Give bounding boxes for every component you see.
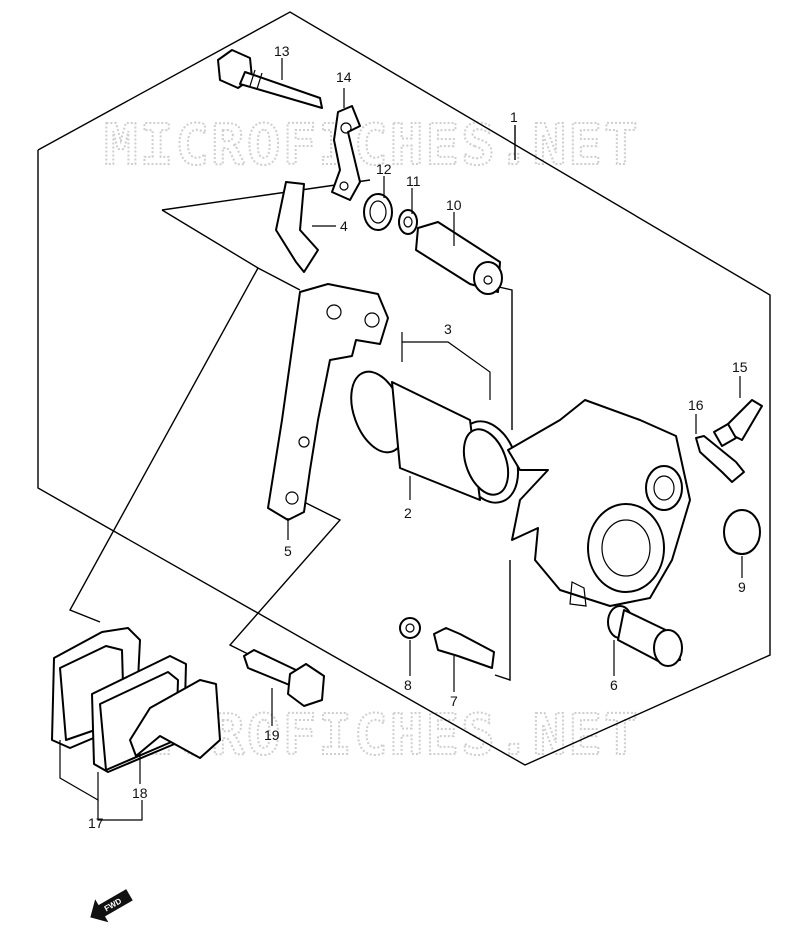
assembly-outline	[37, 11, 771, 766]
part-7-bolt	[433, 627, 495, 669]
callout-19: 19	[264, 727, 280, 743]
part-9-plug	[723, 509, 761, 555]
part-14-clip	[331, 105, 361, 201]
callout-labels: 1 2 3 4 5 6 7 8 9 10 11 12 13 14 15 16 1…	[88, 43, 748, 831]
part-16-cap	[695, 435, 745, 483]
part-5-bracket	[267, 283, 389, 521]
callout-1: 1	[510, 109, 518, 125]
callout-7: 7	[450, 693, 458, 709]
callout-16: 16	[688, 397, 704, 413]
part-10-pin	[415, 221, 503, 295]
caliper-body	[507, 399, 691, 607]
part-19-bolt	[243, 649, 325, 707]
part-2-piston	[391, 381, 510, 501]
part-11-washer	[398, 209, 418, 235]
fwd-arrow-icon: FWD	[90, 889, 133, 923]
part-8-washer	[399, 617, 421, 639]
group-boxes	[69, 179, 513, 681]
callout-14: 14	[336, 69, 352, 85]
part-17-pads	[51, 627, 187, 773]
callout-15: 15	[732, 359, 748, 375]
callout-6: 6	[610, 677, 618, 693]
part-15-bleeder	[713, 399, 763, 447]
callout-17: 17	[88, 815, 104, 831]
callout-3: 3	[444, 321, 452, 337]
callout-10: 10	[446, 197, 462, 213]
callout-9: 9	[738, 579, 746, 595]
part-6-pin	[607, 605, 683, 667]
callout-11: 11	[406, 173, 421, 189]
callout-18: 18	[132, 785, 148, 801]
callout-13: 13	[274, 43, 290, 59]
part-12-seal	[363, 193, 393, 231]
leader-lines	[59, 58, 743, 821]
callout-5: 5	[284, 543, 292, 559]
part-18-shim	[129, 679, 221, 759]
watermark-top: MICROFICHES.NET	[104, 113, 640, 178]
callout-2: 2	[404, 505, 412, 521]
part-4-spring	[275, 181, 319, 273]
callout-12: 12	[376, 161, 392, 177]
callout-4: 4	[340, 218, 348, 234]
part-13-bolt	[217, 49, 323, 109]
callout-8: 8	[404, 677, 412, 693]
